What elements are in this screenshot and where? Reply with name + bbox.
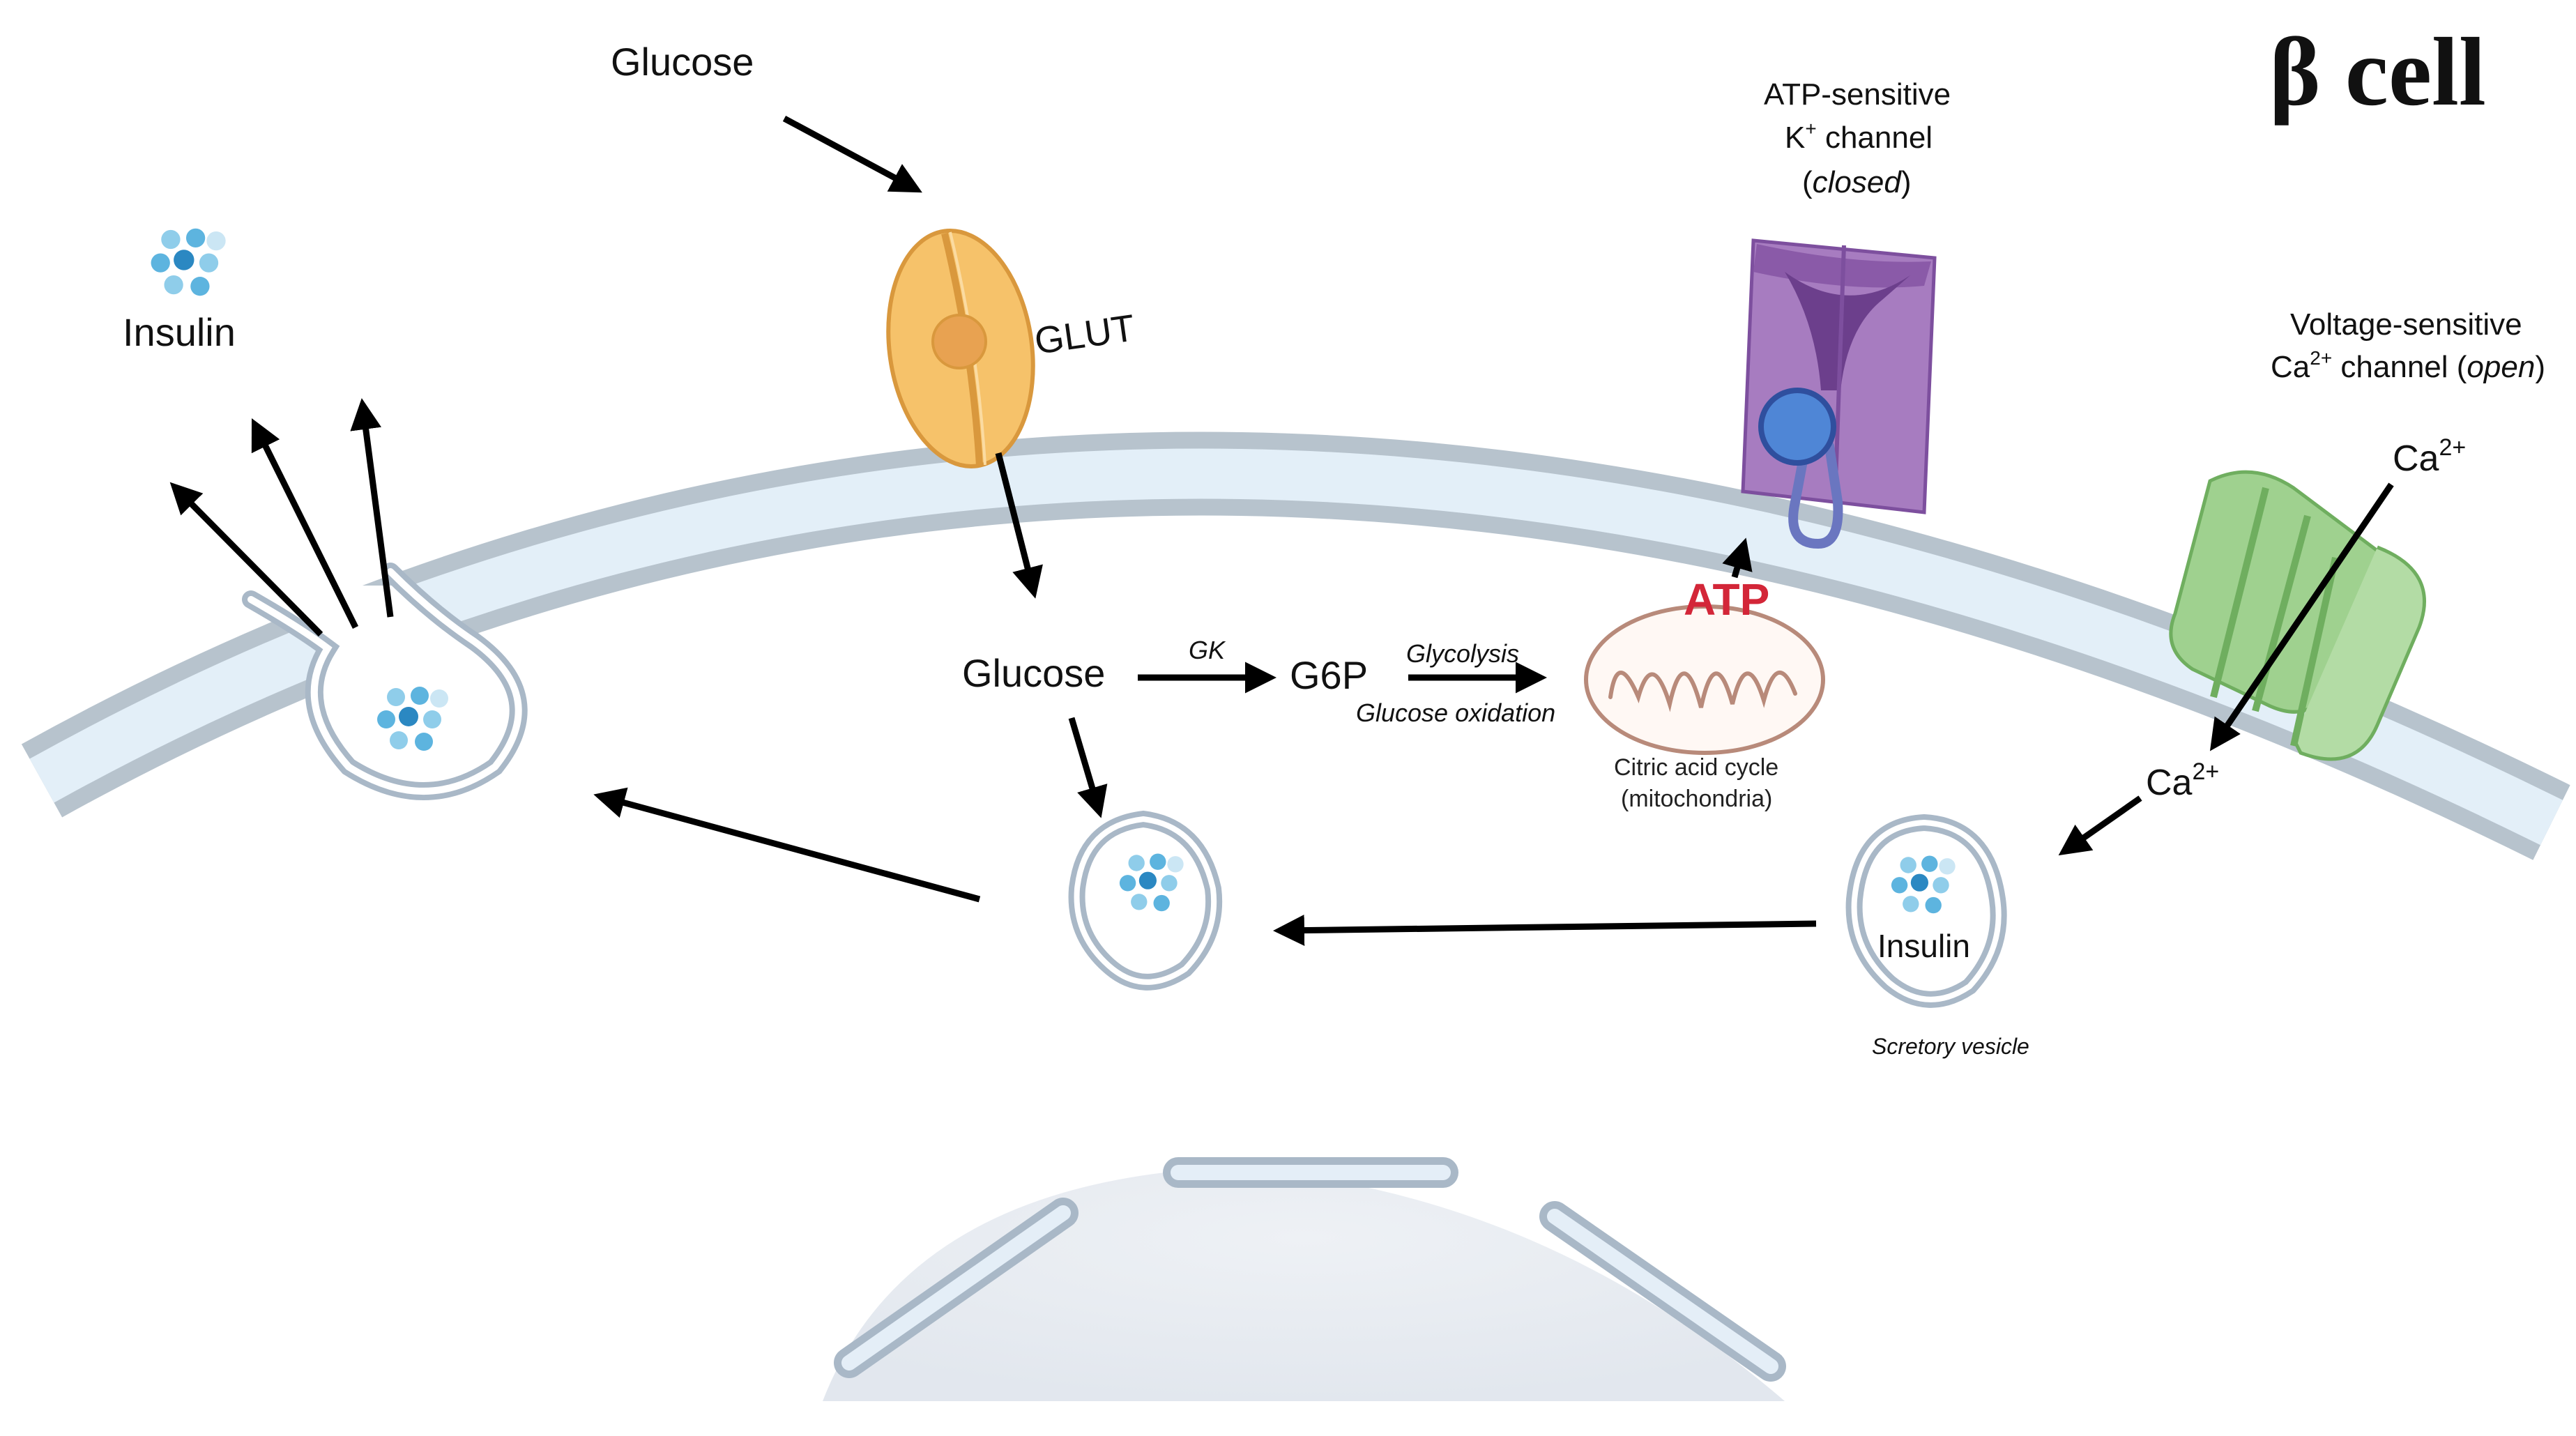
arrow-glucose-to-vesicle (1068, 717, 1108, 818)
label-insulin-released: Insulin (123, 310, 236, 354)
arrow-vesicle-to-middle (1273, 915, 1817, 947)
label-atp: ATP (1684, 574, 1769, 625)
arrow-middle-to-exocytosis (593, 787, 981, 903)
label-atp-channel-line2: K+ channel (1785, 118, 1933, 155)
secretory-vesicle (1845, 814, 2007, 1008)
arrow-release-3 (350, 398, 394, 618)
released-insulin-icon (151, 228, 226, 296)
label-glucose-oxidation: Glucose oxidation (1356, 698, 1555, 727)
arrow-glucose-to-glut (782, 116, 922, 193)
label-glut: GLUT (1032, 307, 1137, 362)
label-gk: GK (1189, 636, 1226, 664)
arrow-ca-through-channel (2209, 482, 2394, 751)
label-citric-line2: (mitochondria) (1621, 786, 1772, 812)
arrow-atp-to-channel (1722, 537, 1753, 579)
label-ca-channel-line1: Voltage-sensitive (2290, 307, 2522, 342)
title-beta-cell: β cell (2269, 18, 2486, 126)
label-glycolysis: Glycolysis (1406, 639, 1519, 668)
label-secretory-vesicle: Scretory vesicle (1872, 1034, 2029, 1059)
label-glucose-outside: Glucose (611, 40, 754, 84)
label-vesicle-insulin: Insulin (1877, 928, 1970, 964)
label-g6p: G6P (1290, 653, 1368, 697)
label-glucose-inside: Glucose (962, 651, 1105, 695)
nucleus (823, 1157, 1786, 1401)
voltage-sensitive-ca-channel-icon (2169, 470, 2426, 761)
label-ca-outside: Ca2+ (2393, 434, 2466, 479)
label-atp-channel-line3: (closed) (1802, 165, 1912, 199)
glut-transporter-icon (886, 229, 1035, 468)
arrows (169, 116, 2394, 947)
arrow-release-1 (169, 482, 323, 637)
arrow-ca-to-vesicle (2058, 795, 2142, 856)
atp-sensitive-k-channel-icon (1741, 238, 1937, 549)
label-ca-channel-line2: Ca2+ channel (open) (2271, 347, 2545, 384)
arrow-release-2 (251, 418, 359, 629)
label-ca-inside: Ca2+ (2146, 758, 2219, 803)
middle-vesicle (1068, 810, 1223, 991)
label-citric-line1: Citric acid cycle (1614, 754, 1778, 781)
exocytosis-vesicle (237, 563, 528, 800)
mitochondrion-icon (1584, 604, 1825, 755)
arrow-glut-to-glucose (995, 452, 1043, 599)
label-atp-channel-line1: ATP-sensitive (1764, 77, 1951, 112)
